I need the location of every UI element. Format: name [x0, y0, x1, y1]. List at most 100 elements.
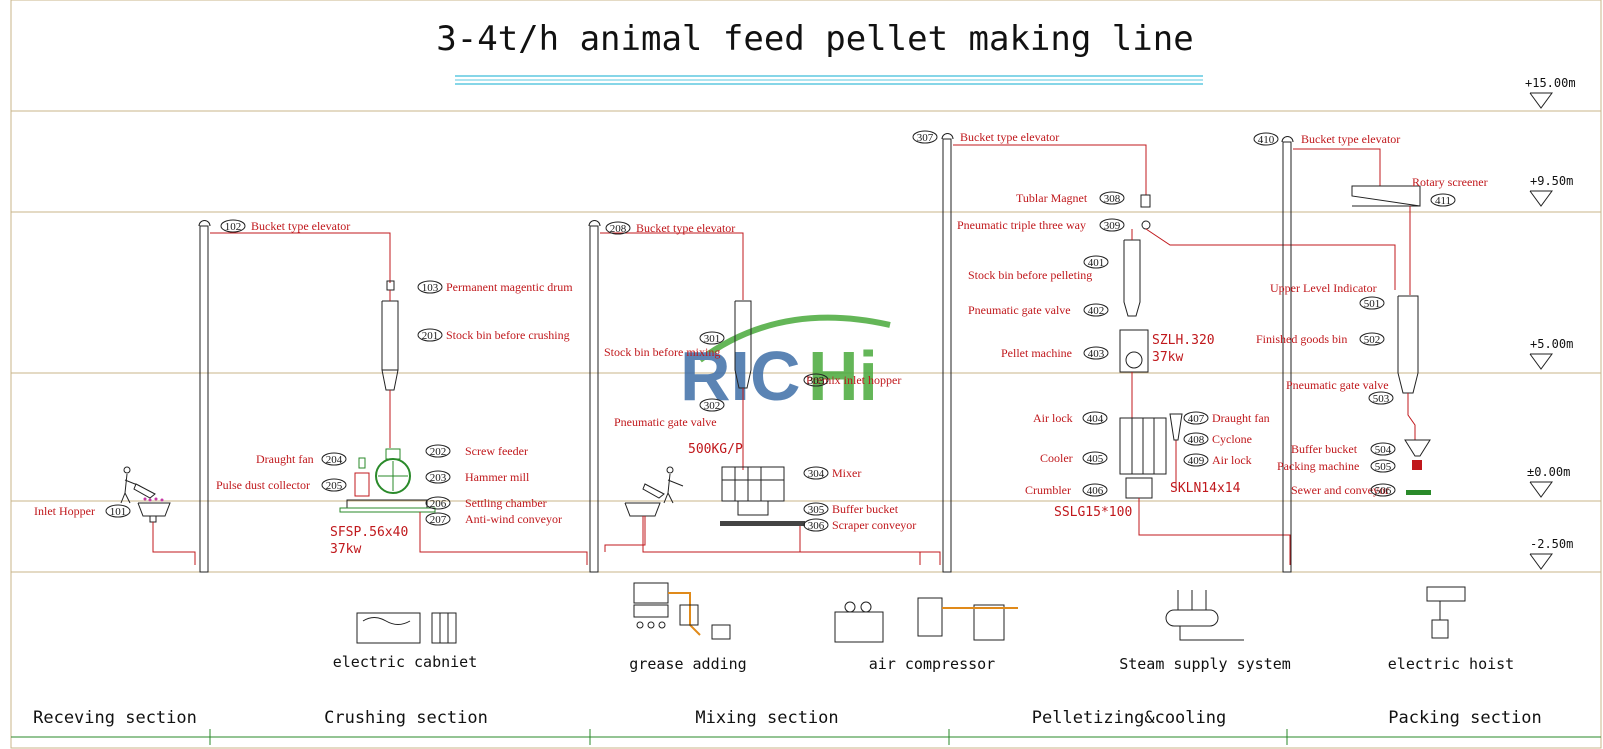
sewer-conveyor-icon	[1406, 490, 1431, 495]
bucket-elevator-410-icon	[1282, 141, 1292, 573]
svg-text:302: 302	[704, 400, 721, 412]
svg-text:201: 201	[422, 330, 439, 342]
svg-text:Upper Level Indicator: Upper Level Indicator	[1270, 281, 1377, 295]
mill-model: SFSP.56x40	[330, 525, 408, 540]
pellet-machine-model: SZLH.320	[1152, 333, 1215, 348]
pelleting-equipment: 307 Bucket type elevator Tublar Magnet 3…	[912, 130, 1396, 573]
utility-label: electric cabniet	[333, 653, 478, 671]
svg-text:205: 205	[326, 480, 343, 492]
svg-text:Cyclone: Cyclone	[1212, 432, 1252, 446]
svg-text:Crumbler: Crumbler	[1025, 483, 1071, 497]
svg-text:Air lock: Air lock	[1033, 411, 1073, 425]
section-label: Crushing section	[324, 708, 488, 728]
packing-machine-icon	[1412, 460, 1422, 470]
svg-text:Air lock: Air lock	[1212, 453, 1252, 467]
svg-text:Pneumatic gate valve: Pneumatic gate valve	[968, 303, 1071, 317]
svg-text:405: 405	[1087, 453, 1104, 465]
level-label: +15.00m	[1525, 76, 1576, 90]
rotary-screener-icon	[1351, 185, 1421, 207]
air-compressor-icon	[834, 597, 1018, 643]
svg-text:Pneumatic triple three way: Pneumatic triple three way	[957, 218, 1086, 232]
logo-swoosh	[698, 314, 891, 363]
pellet-machine-icon	[1119, 329, 1149, 373]
svg-text:Draught fan: Draught fan	[256, 452, 314, 466]
svg-text:301: 301	[704, 333, 721, 345]
svg-text:Buffer bucket: Buffer bucket	[1291, 442, 1358, 456]
svg-text:411: 411	[1435, 195, 1451, 207]
finished-goods-bin-icon	[1397, 295, 1419, 394]
stock-bin-pelleting-icon	[1123, 239, 1141, 317]
svg-text:204: 204	[326, 454, 343, 466]
svg-text:Stock bin before mixing: Stock bin before mixing	[604, 345, 720, 359]
bucket-elevator-208-icon	[589, 225, 599, 573]
diagram-title: 3-4t/h animal feed pellet making line	[436, 19, 1193, 59]
svg-text:grease adding: grease adding	[629, 655, 746, 673]
level-label: ±0.00m	[1527, 465, 1570, 479]
tubular-magnet-icon	[1140, 194, 1151, 208]
svg-text:Buffer bucket: Buffer bucket	[832, 502, 899, 516]
svg-text:Hammer mill: Hammer mill	[465, 470, 530, 484]
svg-text:502: 502	[1364, 334, 1381, 346]
steam-supply-icon	[1165, 590, 1244, 641]
svg-text:410: 410	[1258, 134, 1275, 146]
code-101: 101	[110, 506, 127, 518]
logo-text-left: RIC	[680, 337, 801, 415]
crumbler-model: SSLG15*100	[1054, 505, 1132, 520]
section-label: Packing section	[1388, 708, 1542, 728]
svg-text:Stock bin before crushing: Stock bin before crushing	[446, 328, 570, 342]
svg-text:506: 506	[1375, 485, 1392, 497]
three-way-valve-icon	[1141, 220, 1151, 230]
svg-text:308: 308	[1104, 193, 1121, 205]
inlet-hopper-icon	[137, 502, 171, 517]
svg-text:406: 406	[1087, 485, 1104, 497]
svg-text:Bucket type elevator: Bucket type elevator	[960, 130, 1059, 144]
svg-text:Finished goods bin: Finished goods bin	[1256, 332, 1347, 346]
floor-lines	[11, 110, 1601, 573]
svg-text:503: 503	[1373, 393, 1390, 405]
svg-text:Permanent magentic drum: Permanent magentic drum	[446, 280, 573, 294]
logo-text-right: Hi	[808, 337, 878, 415]
svg-text:Draught fan: Draught fan	[1212, 411, 1270, 425]
draught-fan-icon	[358, 457, 366, 469]
svg-text:Cooler: Cooler	[1040, 451, 1073, 465]
svg-text:electric hoist: electric hoist	[1388, 655, 1514, 673]
svg-text:403: 403	[1088, 348, 1105, 360]
svg-text:407: 407	[1188, 413, 1205, 425]
svg-text:208: 208	[610, 223, 627, 235]
svg-text:309: 309	[1104, 220, 1121, 232]
drawing-frame	[10, 0, 1602, 749]
svg-text:307: 307	[917, 132, 934, 144]
svg-text:Steam supply system: Steam supply system	[1119, 655, 1291, 673]
level-label: +5.00m	[1530, 337, 1573, 351]
svg-text:305: 305	[808, 504, 825, 516]
svg-text:504: 504	[1375, 444, 1392, 456]
svg-text:Settling chamber: Settling chamber	[465, 496, 547, 510]
cyclone-icon	[1169, 413, 1183, 441]
svg-text:409: 409	[1188, 455, 1205, 467]
elevator-102-label: Bucket type elevator	[251, 219, 350, 233]
section-label: Pelletizing&cooling	[1032, 708, 1226, 728]
svg-text:Scraper conveyor: Scraper conveyor	[832, 518, 916, 532]
level-marker-15: +15.00m	[1525, 76, 1576, 109]
svg-text:404: 404	[1087, 413, 1104, 425]
svg-text:Mixer: Mixer	[832, 466, 861, 480]
svg-text:Rotary screener: Rotary screener	[1412, 175, 1488, 189]
stock-bin-crushing-icon	[381, 300, 399, 391]
svg-text:102: 102	[225, 221, 242, 233]
mixer-capacity: 500KG/P	[688, 442, 743, 457]
mixing-inlet-hopper-icon	[624, 502, 661, 517]
svg-text:Packing machine: Packing machine	[1277, 459, 1359, 473]
scraper-conveyor-icon	[720, 521, 805, 526]
svg-text:303: 303	[808, 375, 825, 387]
section-label: Mixing section	[695, 708, 838, 728]
svg-text:505: 505	[1375, 461, 1392, 473]
level-label: +9.50m	[1530, 174, 1573, 188]
electric-hoist-icon	[1426, 586, 1466, 639]
cooler-model: SKLN14x14	[1170, 481, 1241, 496]
svg-text:Bucket type elevator: Bucket type elevator	[1301, 132, 1400, 146]
electric-cabinet-icon	[356, 612, 457, 644]
svg-text:Bucket type elevator: Bucket type elevator	[636, 221, 735, 235]
section-label: Receving section	[33, 708, 197, 728]
